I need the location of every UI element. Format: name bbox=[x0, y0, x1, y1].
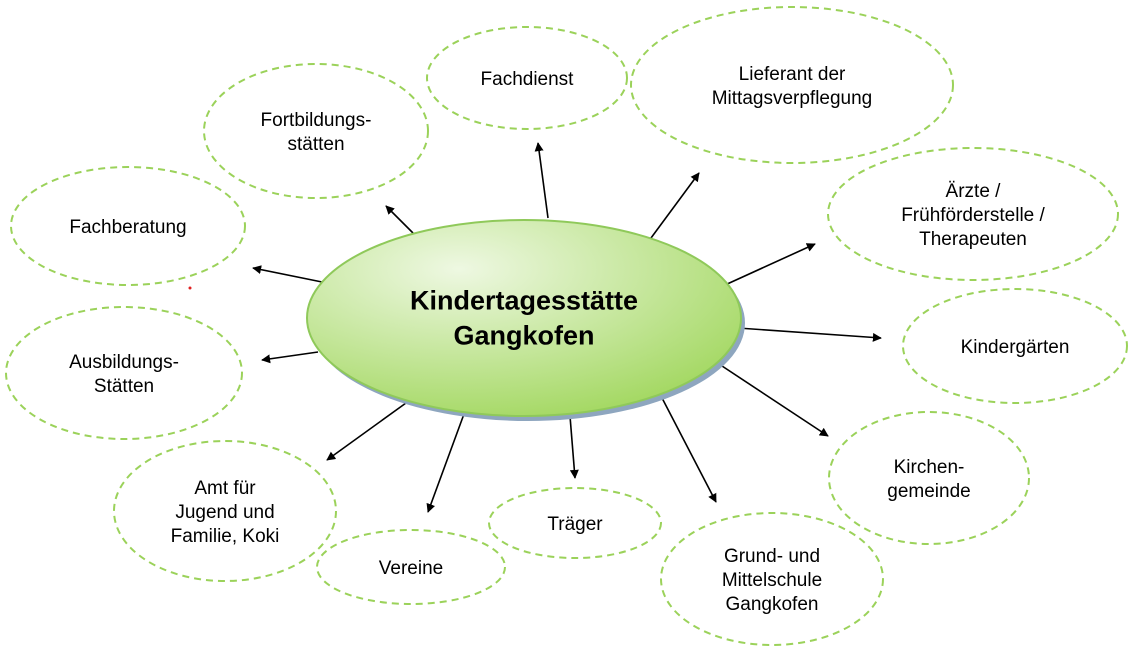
node-label-line: Träger bbox=[547, 514, 603, 535]
node-label-line: Amt für bbox=[194, 478, 256, 499]
center-ellipse bbox=[306, 219, 742, 417]
node-vereine: Vereine bbox=[316, 529, 506, 605]
arrow-to-ausbildung bbox=[261, 351, 319, 364]
node-ausbildung: Ausbildungs- Stätten bbox=[5, 306, 243, 440]
node-label-line: Ärzte / bbox=[946, 181, 1002, 202]
node-label-line: Frühförderstelle / bbox=[901, 205, 1045, 226]
node-ellipse bbox=[630, 6, 954, 164]
node-label-line: Grund- und bbox=[724, 546, 820, 567]
node-ellipse bbox=[426, 26, 628, 130]
node-fachdienst: Fachdienst bbox=[426, 26, 628, 130]
node-label-line: Therapeuten bbox=[919, 229, 1027, 250]
node-label-line: Lieferant der bbox=[739, 64, 846, 85]
center-label-line: Gangkofen bbox=[453, 321, 594, 351]
node-label-line: Familie, Koki bbox=[171, 526, 280, 547]
arrow-to-kirchengemeinde bbox=[718, 363, 829, 437]
arrow-to-aerzte bbox=[724, 243, 816, 286]
node-kirchengemeinde: Kirchen-gemeinde bbox=[828, 411, 1030, 545]
node-label-line: stätten bbox=[287, 134, 344, 155]
node-ellipse bbox=[660, 512, 884, 646]
node-label-line: Vereine bbox=[379, 558, 443, 579]
node-ellipse bbox=[10, 166, 246, 286]
arrow-to-lieferant bbox=[650, 172, 700, 239]
node-label-line: Gangkofen bbox=[726, 594, 819, 615]
arrow-to-grundschule bbox=[660, 395, 717, 503]
node-ellipse bbox=[5, 306, 243, 440]
node-label-line: Fachberatung bbox=[69, 217, 186, 238]
node-label-line: Stätten bbox=[94, 376, 154, 397]
arrow-to-vereine bbox=[426, 413, 465, 513]
stray-dot bbox=[188, 286, 192, 290]
node-ellipse bbox=[827, 147, 1119, 281]
arrow-to-amt bbox=[326, 402, 407, 461]
node-ellipse bbox=[488, 487, 662, 559]
node-label-line: Fachdienst bbox=[481, 69, 575, 90]
node-label-line: Kirchen- bbox=[894, 457, 965, 478]
node-ellipse bbox=[203, 63, 429, 199]
node-ellipse bbox=[316, 529, 506, 605]
node-traeger: Träger bbox=[488, 487, 662, 559]
partner-nodes: Fachdienst Lieferant derMittagsverpflegun… bbox=[5, 6, 1128, 646]
arrow-to-fachdienst bbox=[534, 142, 549, 219]
arrow-to-fortbildung bbox=[385, 205, 414, 234]
node-aerzte: Ärzte / Frühförderstelle / Therapeuten bbox=[827, 147, 1119, 281]
node-ellipse bbox=[828, 411, 1030, 545]
node-label-line: Kindergärten bbox=[961, 337, 1070, 358]
node-label-line: Fortbildungs- bbox=[261, 110, 372, 131]
node-label-line: Mittelschule bbox=[722, 570, 822, 591]
node-label-line: Ausbildungs- bbox=[69, 352, 179, 373]
arrow-to-kindergaerten bbox=[737, 327, 882, 342]
node-kindergaerten: Kindergärten bbox=[902, 288, 1128, 404]
center-label-line: Kindertagesstätte bbox=[410, 286, 638, 316]
node-ellipse bbox=[113, 440, 337, 582]
node-fortbildung: Fortbildungs-stätten bbox=[203, 63, 429, 199]
node-label-line: Mittagsverpflegung bbox=[712, 88, 873, 109]
node-fachberatung: Fachberatung bbox=[10, 166, 246, 286]
arrow-to-fachberatung bbox=[252, 265, 323, 283]
node-label-line: gemeinde bbox=[887, 481, 970, 502]
node-ellipse bbox=[902, 288, 1128, 404]
arrow-to-traeger bbox=[569, 415, 579, 479]
connector-arrows bbox=[252, 142, 882, 513]
node-label-line: Jugend und bbox=[175, 502, 274, 523]
